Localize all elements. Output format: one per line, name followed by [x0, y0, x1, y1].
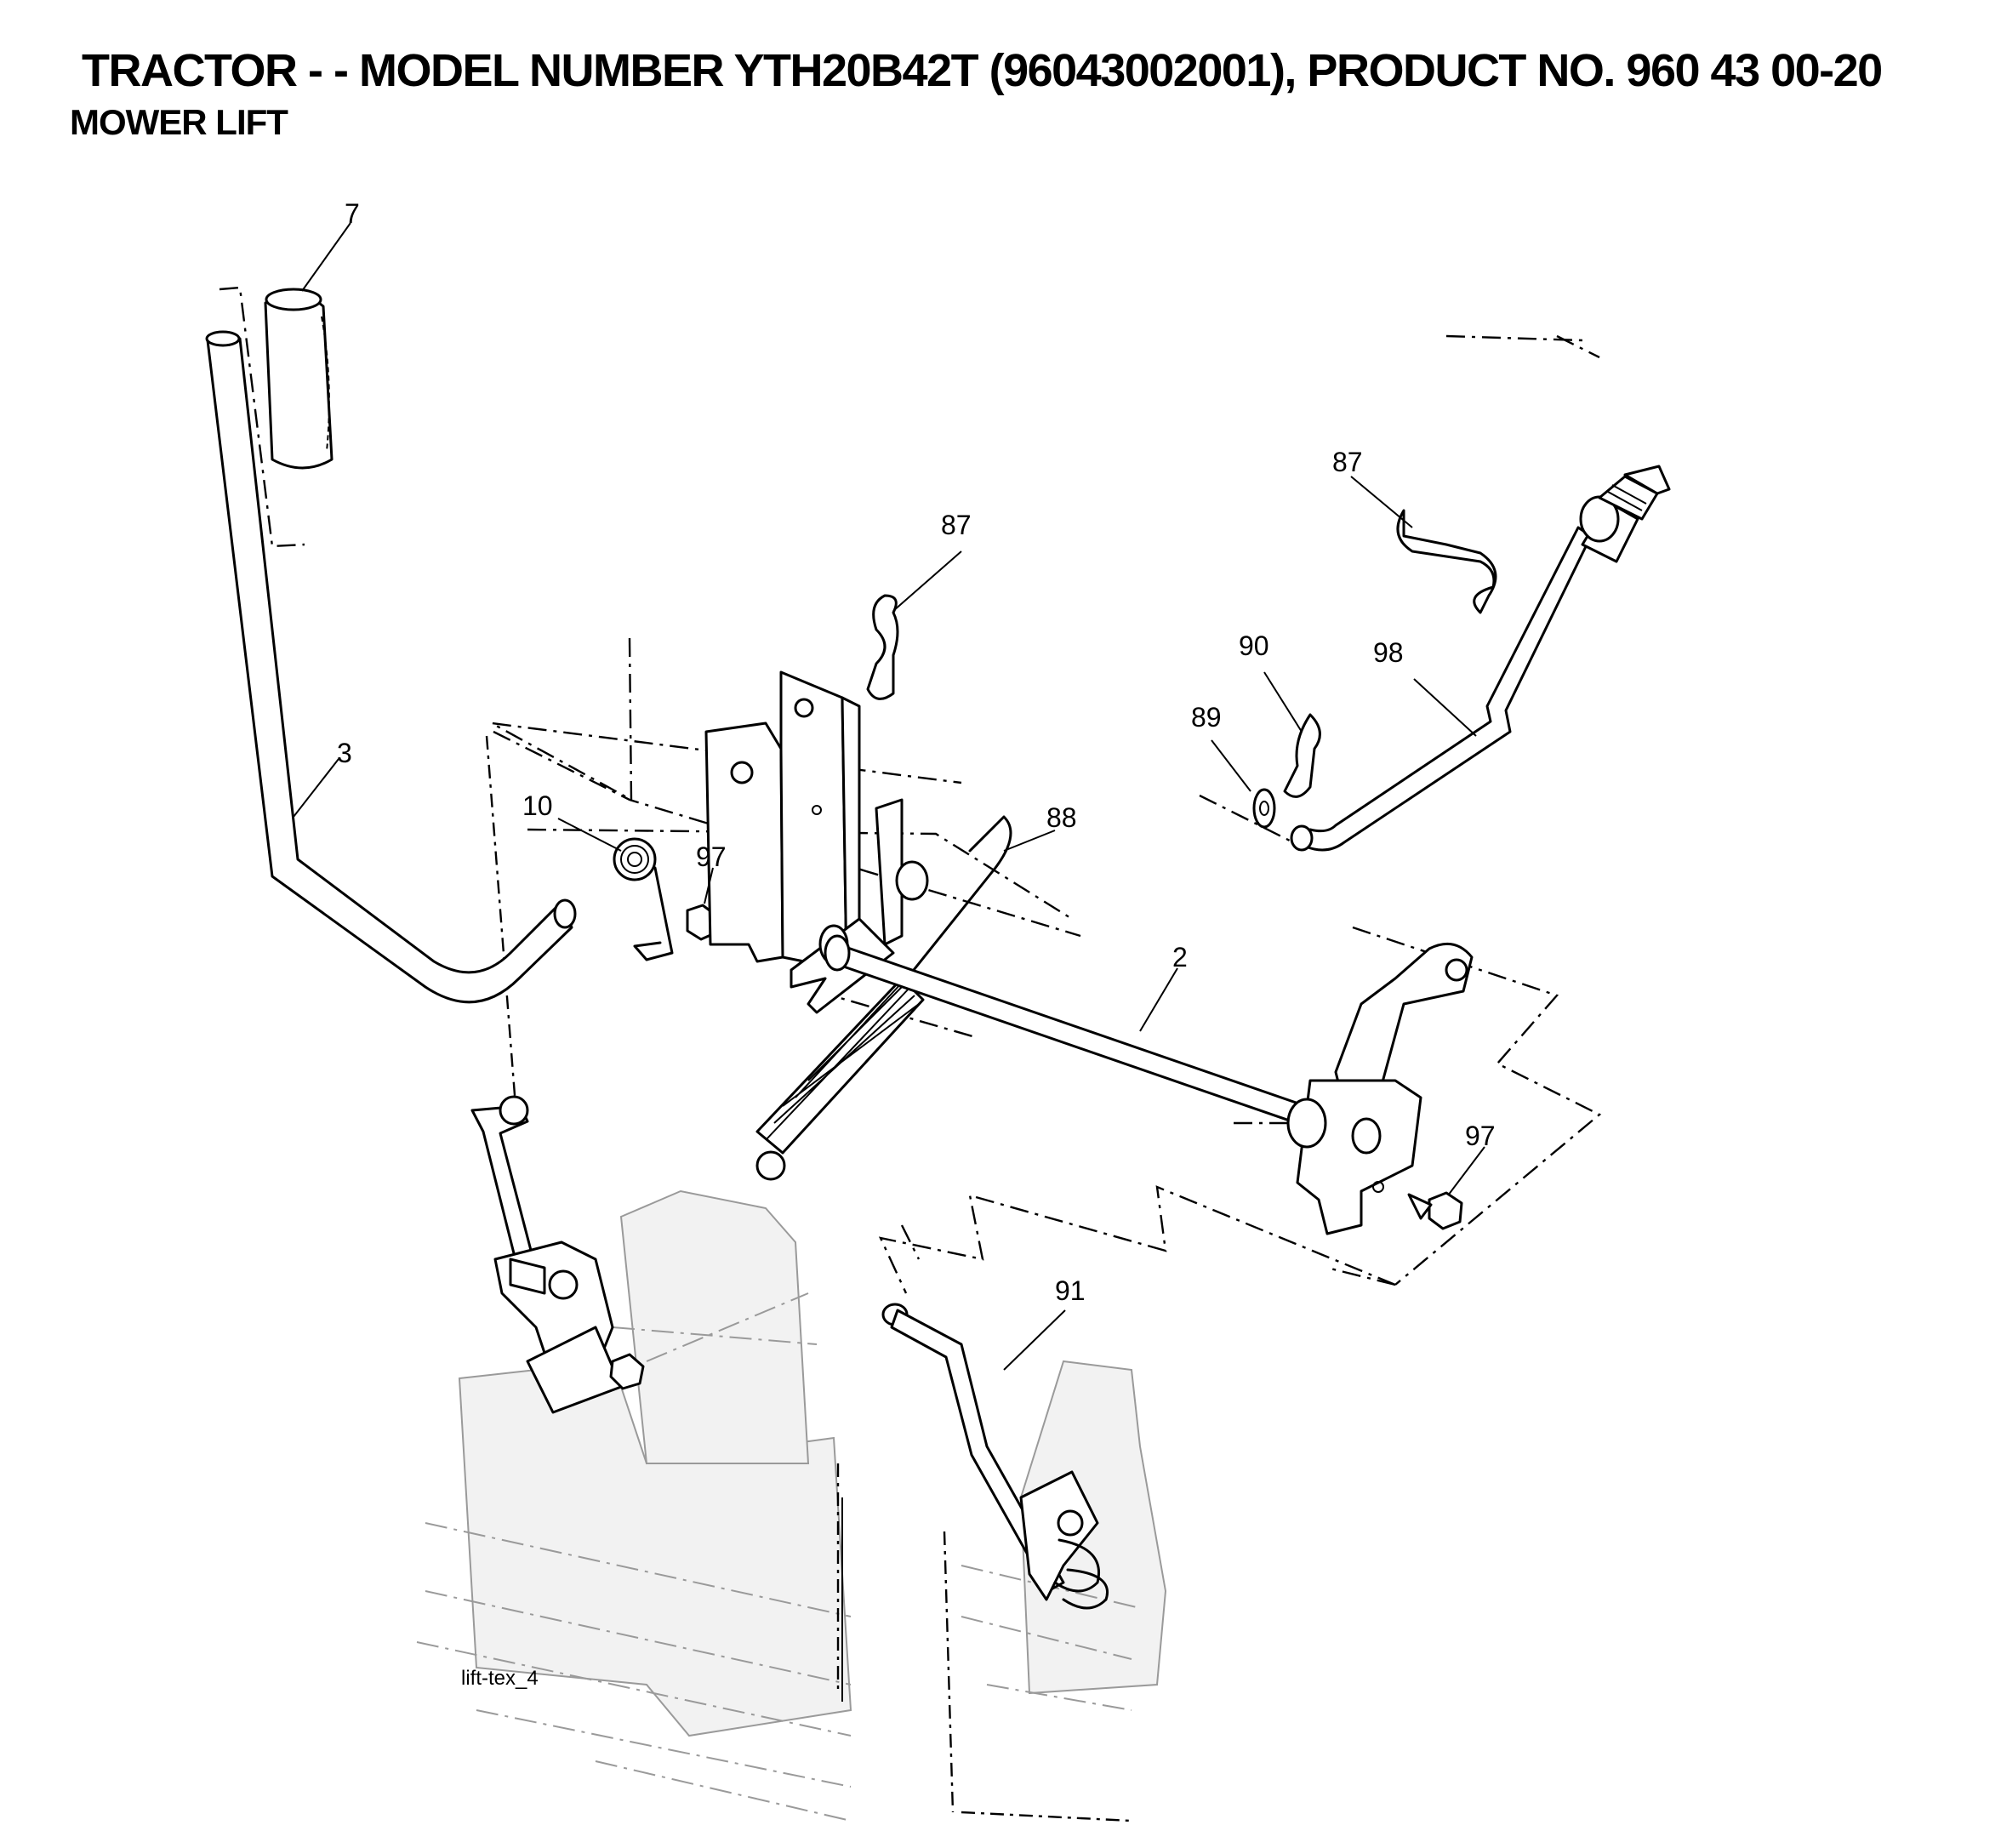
bolt-right: [1407, 1191, 1463, 1230]
clip-right: [1396, 509, 1497, 614]
callout-bolt-right: 97: [1465, 1121, 1496, 1151]
callouts: 7 3 2 10 97 97 87 87 88 89 90 98 91 lift…: [337, 198, 1496, 1690]
lift-arm-right: [1286, 942, 1474, 1235]
callout-washer: 89: [1191, 702, 1222, 733]
callout-assist-spring: 88: [1046, 802, 1077, 833]
clip-center: [866, 594, 899, 700]
pivot-bracket: [704, 670, 929, 1014]
washer: [1252, 788, 1276, 829]
callout-hairpin: 90: [1239, 630, 1269, 661]
adjust-rod: [1290, 465, 1671, 852]
callout-link-rod: 91: [1055, 1275, 1086, 1306]
callout-adjust-rod: 98: [1373, 637, 1404, 668]
grip: [264, 288, 334, 470]
callout-clip-right: 87: [1332, 447, 1363, 477]
link-rod: [881, 1303, 1109, 1610]
left-link-assembly: [470, 1095, 645, 1414]
leader-lines: [293, 222, 1485, 1371]
callout-clip-center: 87: [941, 510, 972, 540]
page-subtitle: MOWER LIFT: [70, 102, 288, 142]
drawing-reference-code: lift-tex_4: [461, 1667, 539, 1690]
callout-torsion-spring: 10: [522, 790, 553, 821]
lift-handle: [205, 330, 577, 1004]
lift-shaft: [824, 934, 1308, 1126]
page-title: TRACTOR - - MODEL NUMBER YTH20B42T (9604…: [82, 45, 1883, 96]
callout-lift-shaft: 2: [1172, 942, 1188, 972]
hairpin: [1283, 713, 1321, 798]
callout-bolt-left: 97: [696, 841, 727, 872]
assist-spring: [755, 815, 1012, 1181]
torsion-spring: [613, 837, 674, 961]
callout-grip: 7: [345, 198, 360, 229]
callout-lift-handle: 3: [337, 738, 352, 768]
